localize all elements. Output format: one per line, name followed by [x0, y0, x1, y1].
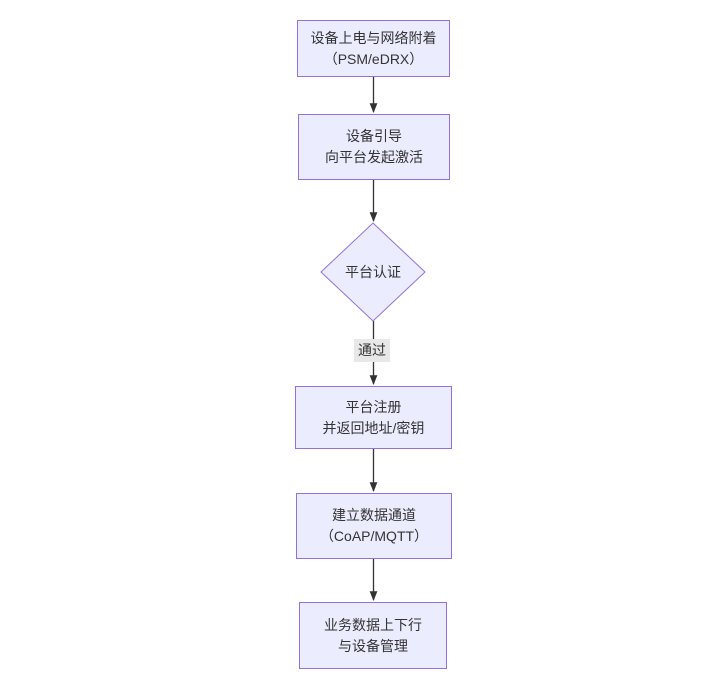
node-text-line: 业务数据上下行: [324, 616, 422, 633]
node-text-line: （PSM/eDRX）: [323, 50, 424, 67]
node-text-line: 向平台发起激活: [325, 149, 423, 165]
node-platform-auth: 平台认证: [345, 264, 401, 280]
node-power-attach: 设备上电与网络附着 （PSM/eDRX）: [297, 20, 450, 77]
node-bootstrap: 设备引导 向平台发起激活: [298, 114, 450, 180]
node-text-line: 与设备管理: [338, 637, 408, 654]
node-text-line: （CoAP/MQTT）: [319, 528, 429, 544]
node-text-line: 平台注册: [345, 398, 402, 415]
node-business-data: 业务数据上下行 与设备管理: [299, 602, 447, 669]
node-text-line: 设备上电与网络附着: [310, 29, 437, 46]
node-data-channel: 建立数据通道 （CoAP/MQTT）: [296, 493, 452, 559]
edge-label-pass: 通过: [354, 339, 390, 362]
node-text-line: 并返回地址/密钥: [322, 419, 425, 436]
node-platform-register: 平台注册 并返回地址/密钥: [295, 386, 452, 449]
node-text-line: 建立数据通道: [332, 507, 416, 523]
decision-diamond-shape: [320, 222, 426, 322]
node-text-line: 设备引导: [346, 128, 402, 144]
